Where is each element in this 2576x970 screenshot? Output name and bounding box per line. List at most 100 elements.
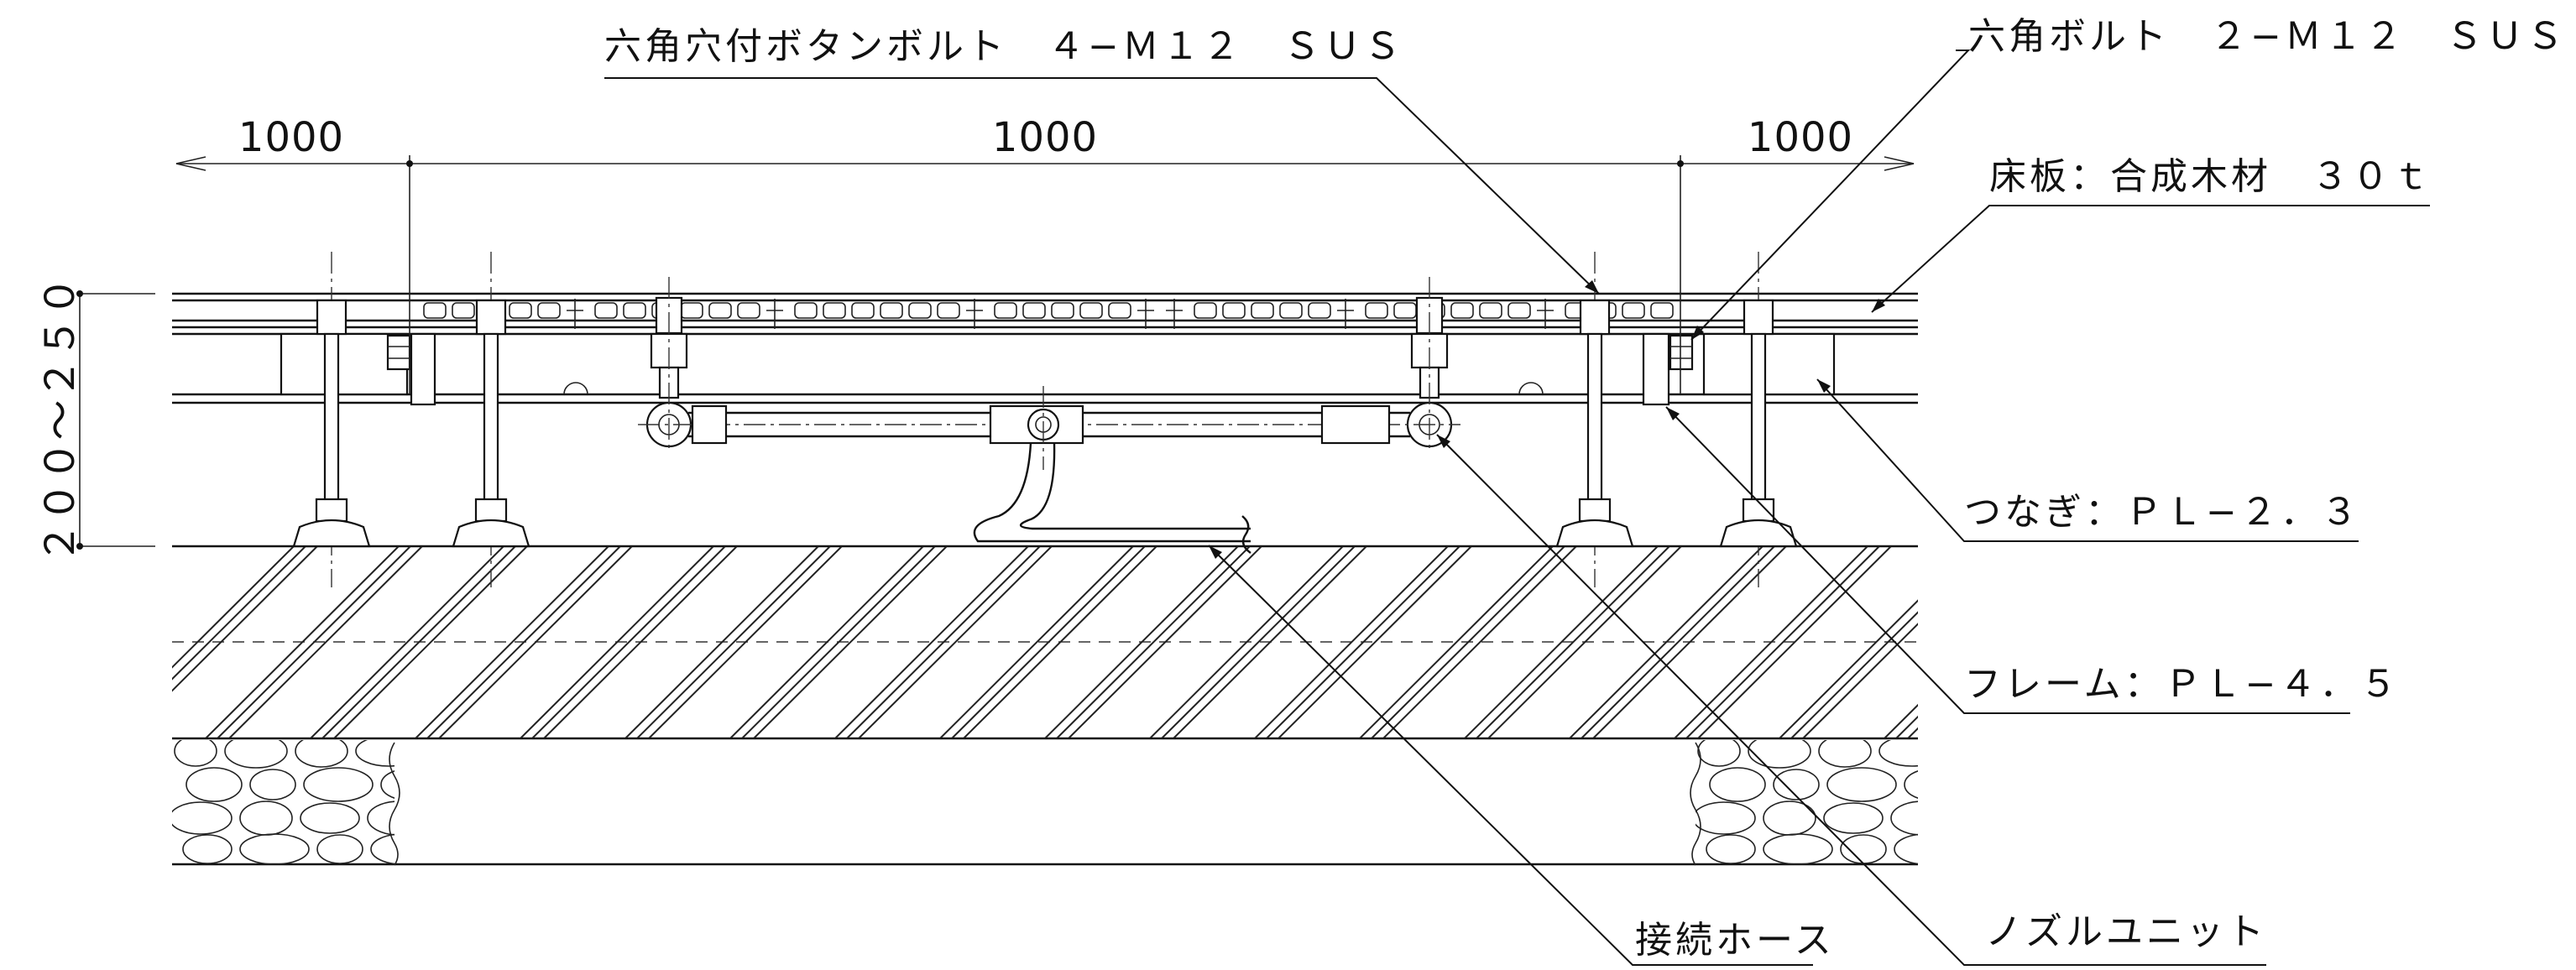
- pedestal-base: [1719, 519, 1798, 548]
- hatch-line: [415, 546, 609, 738]
- hatch-line: [217, 546, 411, 738]
- hatch-line: [172, 546, 295, 669]
- gravel-stone: [355, 740, 394, 767]
- gravel-stone: [295, 740, 348, 768]
- hatch-line: [1989, 546, 2182, 738]
- board-cell: [1393, 302, 1417, 319]
- hatch-line: [1149, 546, 1344, 738]
- hatch-line: [1569, 546, 1763, 738]
- board-cell: [1365, 302, 1388, 319]
- hatch-line: [858, 546, 1053, 738]
- hatch-line: [939, 546, 1134, 738]
- gravel-stone: [303, 767, 374, 802]
- gravel-stone: [224, 740, 288, 769]
- hatch-line: [2001, 546, 2194, 738]
- connecting-pipe: [638, 386, 1460, 470]
- gravel-stone: [239, 833, 310, 865]
- gravel-stone: [174, 740, 217, 767]
- hatch-line: [951, 546, 1146, 738]
- hatch-line: [834, 546, 1029, 738]
- gravel-stone: [182, 834, 233, 864]
- hatch-line: [1056, 546, 1251, 738]
- concrete-slab: [172, 545, 2206, 740]
- gravel-bed: [172, 740, 1918, 866]
- gravel-stones-left: [172, 740, 394, 865]
- pedestal-base: [292, 519, 371, 548]
- gravel-stone: [1709, 767, 1766, 802]
- hatch-line: [846, 546, 1041, 738]
- board-cell: [1450, 302, 1474, 319]
- hatch-line: [1476, 546, 1670, 738]
- pedestal-bolt: [483, 332, 499, 503]
- hatch-line: [1254, 546, 1449, 738]
- hatch-line: [1592, 546, 1787, 738]
- hatch-line: [1697, 546, 1892, 738]
- board-cell: [1251, 302, 1274, 319]
- hatch-line: [1907, 727, 1918, 738]
- board-cell: [737, 302, 760, 319]
- hatch-line: [205, 546, 400, 738]
- hatch-line: [1779, 599, 1918, 738]
- hatch-line: [172, 546, 318, 692]
- gravel-stones-right: [1696, 740, 1918, 865]
- hatch-line: [1173, 546, 1367, 738]
- hatch-line: [1884, 703, 1918, 738]
- hatch-line: [741, 546, 936, 738]
- board-hollow-cells: [423, 299, 1674, 329]
- board-cell: [623, 302, 646, 319]
- pedestal-bolt: [1750, 332, 1767, 503]
- hatch-line: [1359, 546, 1554, 738]
- board-cell: [1622, 302, 1645, 319]
- hatch-line: [1161, 546, 1356, 738]
- board-cell: [1022, 302, 1046, 319]
- gravel-stone: [249, 769, 296, 801]
- board-cell: [994, 302, 1017, 319]
- board-cell: [1222, 302, 1246, 319]
- hatch-line: [520, 546, 714, 738]
- board-cell: [1507, 302, 1531, 319]
- gravel-stone: [1706, 834, 1756, 864]
- pedestal-cap: [475, 299, 507, 336]
- hex-bolt-left: [386, 334, 411, 371]
- hatch-line: [438, 546, 633, 738]
- hatch-line: [1044, 546, 1239, 738]
- hatch-line: [1895, 715, 1918, 738]
- hatch-line: [1382, 546, 1577, 738]
- board-cell: [1194, 302, 1217, 319]
- pedestal-cap: [1579, 299, 1611, 336]
- hatch-line: [1487, 546, 1682, 738]
- hatch-line: [753, 546, 948, 738]
- gravel-stone: [1840, 834, 1887, 864]
- pedestal-nut: [315, 498, 348, 523]
- floor-board: [172, 292, 1918, 329]
- support-pedestals: [292, 252, 1798, 587]
- gravel-stone: [1697, 740, 1741, 767]
- hatch-line: [1068, 546, 1262, 738]
- hatch-line: [648, 546, 843, 738]
- label-joint: つなぎ：ＰＬ−２．３: [1964, 491, 2361, 534]
- label-floor-board: 床板：合成木材 ３０ｔ: [1989, 155, 2432, 198]
- board-cell: [880, 302, 903, 319]
- gravel-stone: [367, 801, 394, 836]
- board-cell: [823, 302, 846, 319]
- label-button-bolt: 六角穴付ボタンボルト ４−Ｍ１２ ＳＵＳ: [604, 25, 1404, 68]
- hatch-line: [1790, 611, 1918, 738]
- nozzle-unit-right: [1406, 277, 1453, 453]
- leader-lines: [604, 50, 2430, 966]
- board-cell: [1079, 302, 1103, 319]
- hatch-line: [2013, 546, 2206, 738]
- label-nozzle-unit: ノズルユニット: [1985, 910, 2267, 953]
- pedestal-nut: [474, 498, 508, 523]
- gravel-stone: [1823, 802, 1884, 834]
- dim-height-range: ２００〜２５０: [37, 275, 84, 563]
- pedestal-bolt: [1586, 332, 1603, 503]
- gravel-stone: [1763, 833, 1833, 865]
- hatch-line: [729, 546, 924, 738]
- gravel-stone: [316, 834, 363, 864]
- hatch-line: [1802, 623, 1918, 738]
- board-cell: [423, 302, 447, 319]
- gravel-stone: [370, 833, 394, 865]
- hatch-line: [1278, 546, 1472, 738]
- gravel-stone: [1773, 769, 1820, 801]
